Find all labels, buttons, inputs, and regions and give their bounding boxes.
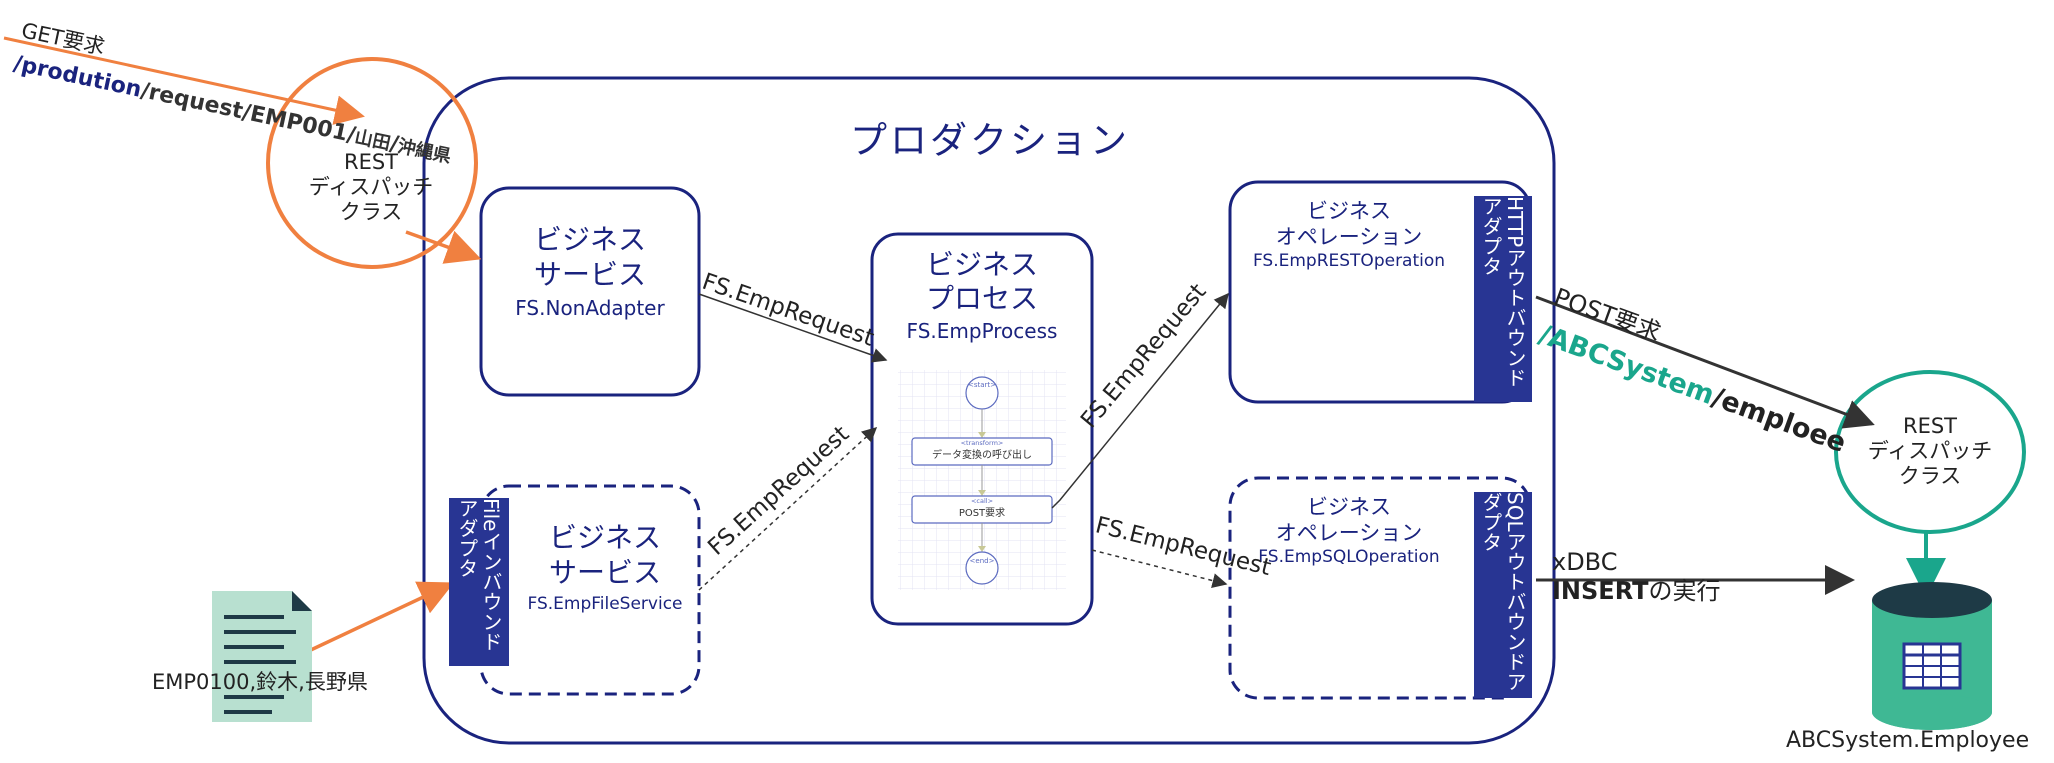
- bos-class: FS.EmpSQLOperation: [1258, 546, 1440, 567]
- business-operation-rest-label: ビジネス オペレーション FS.EmpRESTOperation: [1244, 198, 1454, 272]
- production-container: [422, 76, 1556, 745]
- business-operation-sql-label: ビジネス オペレーション FS.EmpSQLOperation: [1244, 494, 1454, 568]
- rest-dispatch-right-line1: REST: [1902, 414, 1958, 438]
- bpl-call-tag: <call>: [971, 497, 993, 505]
- bpl-end-node: [965, 551, 999, 585]
- xdbc-insert: INSERT: [1552, 576, 1649, 605]
- bpl-transform-tag: <transform>: [961, 439, 1004, 447]
- bor-line2: オペレーション: [1275, 225, 1423, 250]
- business-process-label: ビジネス プロセス FS.EmpProcess: [872, 248, 1092, 343]
- rest-dispatch-left-circle[interactable]: [266, 57, 478, 269]
- bs1-class: FS.NonAdapter: [515, 296, 665, 320]
- sql-outbound-adapter-band: SQLアウトバウンドアダプタ: [1474, 492, 1532, 698]
- dispatch-to-service-arrow: [405, 230, 482, 264]
- xdbc-exec: の実行: [1648, 576, 1721, 605]
- bs2-line2: サービス: [548, 556, 661, 589]
- get-request-arrow: [3, 36, 365, 125]
- bos-line2: オペレーション: [1275, 521, 1423, 546]
- database-label: ABCSystem.Employee: [1786, 728, 2030, 753]
- bs1-line2: サービス: [533, 258, 646, 291]
- business-service-2-box[interactable]: [479, 484, 701, 696]
- bor-class: FS.EmpRESTOperation: [1252, 250, 1446, 271]
- production-title: プロダクション: [850, 119, 1130, 162]
- file-to-adapter-arrow: [297, 581, 455, 658]
- rest-dispatch-left-line1: REST: [343, 150, 399, 174]
- bp-class: FS.EmpProcess: [906, 319, 1058, 344]
- bs2-class: FS.EmpFileService: [527, 594, 683, 614]
- rest-dispatch-right-line2: ディスパッチ: [1867, 438, 1993, 463]
- xdbc-label: xDBC INSERTの実行: [1552, 548, 1720, 606]
- business-service-1-label: ビジネス サービス FS.NonAdapter: [481, 222, 699, 321]
- post-request-arrow: [1535, 295, 1875, 429]
- bpl-end-text: <end>: [970, 557, 995, 565]
- bpl-call-label: POST要求: [959, 507, 1005, 519]
- http-outbound-adapter-band: HTTPアウトバウンドアダプタ: [1474, 196, 1532, 402]
- file-document-label: EMP0100,鈴木,長野県: [152, 670, 368, 694]
- rest-dispatch-left-line2: ディスパッチ: [308, 174, 434, 199]
- msg-arrow-process-to-sql-op: [1091, 549, 1228, 588]
- bpl-transform-label: データ変換の呼び出し: [932, 448, 1032, 461]
- rest-dispatch-right-label: REST ディスパッチ クラス: [1856, 414, 2004, 488]
- rest-dispatch-right-line3: クラス: [1898, 463, 1962, 488]
- bs1-line1: ビジネス: [533, 223, 646, 256]
- bp-line1: ビジネス: [925, 248, 1038, 281]
- bos-line1: ビジネス: [1307, 495, 1391, 519]
- file-document-icon: [212, 591, 312, 722]
- msg-arrow-service2-to-process: [698, 426, 878, 591]
- business-service-2-label: ビジネス サービス FS.EmpFileService: [510, 520, 700, 615]
- rest-dispatch-right-circle[interactable]: [1834, 370, 2026, 534]
- bs2-line1: ビジネス: [548, 521, 661, 554]
- xdbc-line1: xDBC: [1552, 548, 1618, 576]
- file-inbound-adapter-band: Fileインバウンドアダプタ: [449, 498, 509, 666]
- bor-line1: ビジネス: [1307, 199, 1391, 223]
- rest-dispatch-left-label: REST ディスパッチ クラス: [296, 150, 446, 224]
- msg-arrow-process-to-rest-op: [1051, 292, 1229, 509]
- database-icon: [1872, 582, 1992, 730]
- bpl-start-text: <start>: [968, 381, 996, 389]
- business-service-1-box[interactable]: [479, 186, 701, 397]
- bp-line2: プロセス: [925, 281, 1038, 315]
- rest-dispatch-left-line3: クラス: [339, 199, 403, 224]
- xdbc-line2: INSERTの実行: [1552, 577, 1720, 606]
- msg-arrow-service1-to-process: [698, 293, 888, 363]
